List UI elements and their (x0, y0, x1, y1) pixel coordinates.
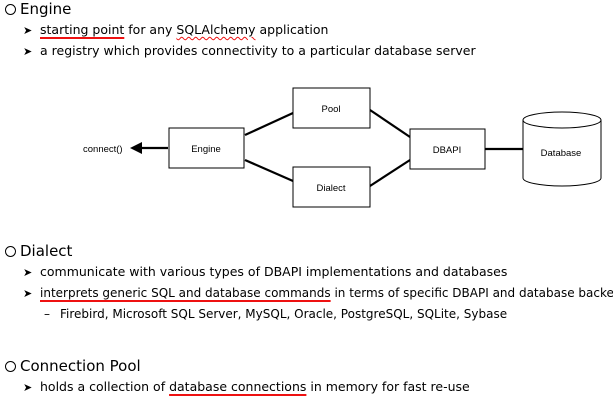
dialect-bullet-2-tail: in terms of specific DBAPI and database … (330, 286, 613, 300)
engine-heading: Engine (5, 0, 71, 18)
engine-dialect-connector (244, 158, 294, 183)
engine-bullet-2-text: a registry which provides connectivity t… (40, 43, 476, 58)
pool-heading-text: Connection Pool (20, 357, 141, 375)
database-connections-text: database connections (169, 379, 307, 394)
dialect-dbapi-connector (369, 159, 411, 187)
dbapi-box-label: DBAPI (433, 145, 462, 156)
dash-bullet-icon: – (44, 307, 50, 321)
pool-bullet-1-tail: in memory for fast re-use (306, 379, 470, 394)
dialect-bullet-1: ➤ communicate with various types of DBAPI… (23, 264, 507, 281)
starting-point-text: starting point (40, 22, 125, 37)
engine-box (168, 127, 245, 169)
pool-box-label: Pool (321, 104, 340, 115)
arrowhead-bullet-icon: ➤ (23, 45, 33, 58)
hollow-circle-bullet-icon (5, 361, 16, 372)
hollow-circle-bullet-icon (5, 4, 16, 15)
dialect-box-label: Dialect (316, 183, 345, 194)
dialect-sub-text: Firebird, Microsoft SQL Server, MySQL, O… (60, 307, 508, 321)
engine-bullet-1-tail: application (255, 22, 329, 37)
connect-label: connect() (83, 144, 123, 155)
pool-heading: Connection Pool (5, 357, 141, 375)
dbapi-box (409, 128, 486, 170)
arrowhead-bullet-icon: ➤ (23, 381, 33, 394)
pool-bullet-1: ➤ holds a collection of database connecti… (23, 379, 470, 396)
engine-box-label: Engine (191, 144, 221, 155)
engine-bullet-2: ➤ a registry which provides connectivity … (23, 43, 476, 60)
database-label: Database (541, 148, 582, 159)
sqlalchemy-text: SQLAlchemy (176, 22, 256, 37)
dialect-bullet-2: ➤ interprets generic SQL and database com… (23, 285, 613, 302)
pool-bullet-1-head: holds a collection of (40, 379, 170, 394)
engine-bullet-1: ➤ starting point for any SQLAlchemy appli… (23, 22, 328, 39)
dialect-box (292, 166, 371, 208)
pool-box (292, 87, 371, 129)
dialect-bullet-1-text: communicate with various types of DBAPI … (40, 264, 508, 279)
engine-bullet-1-middle: for any (124, 22, 177, 37)
hollow-circle-bullet-icon (5, 246, 16, 257)
pool-dbapi-connector (369, 109, 411, 138)
connect-arrowhead-icon (130, 142, 142, 154)
dialect-heading: Dialect (5, 242, 72, 260)
database-cylinder-icon (522, 111, 602, 187)
engine-heading-text: Engine (20, 0, 72, 18)
engine-pool-connector (244, 112, 294, 136)
arrowhead-bullet-icon: ➤ (23, 24, 33, 37)
interprets-sql-text: interprets generic SQL and database comm… (40, 286, 331, 300)
dialect-heading-text: Dialect (20, 242, 73, 260)
arrowhead-bullet-icon: ➤ (23, 287, 33, 300)
dialect-sub-bullet: –Firebird, Microsoft SQL Server, MySQL, … (44, 306, 507, 322)
arrowhead-bullet-icon: ➤ (23, 266, 33, 279)
